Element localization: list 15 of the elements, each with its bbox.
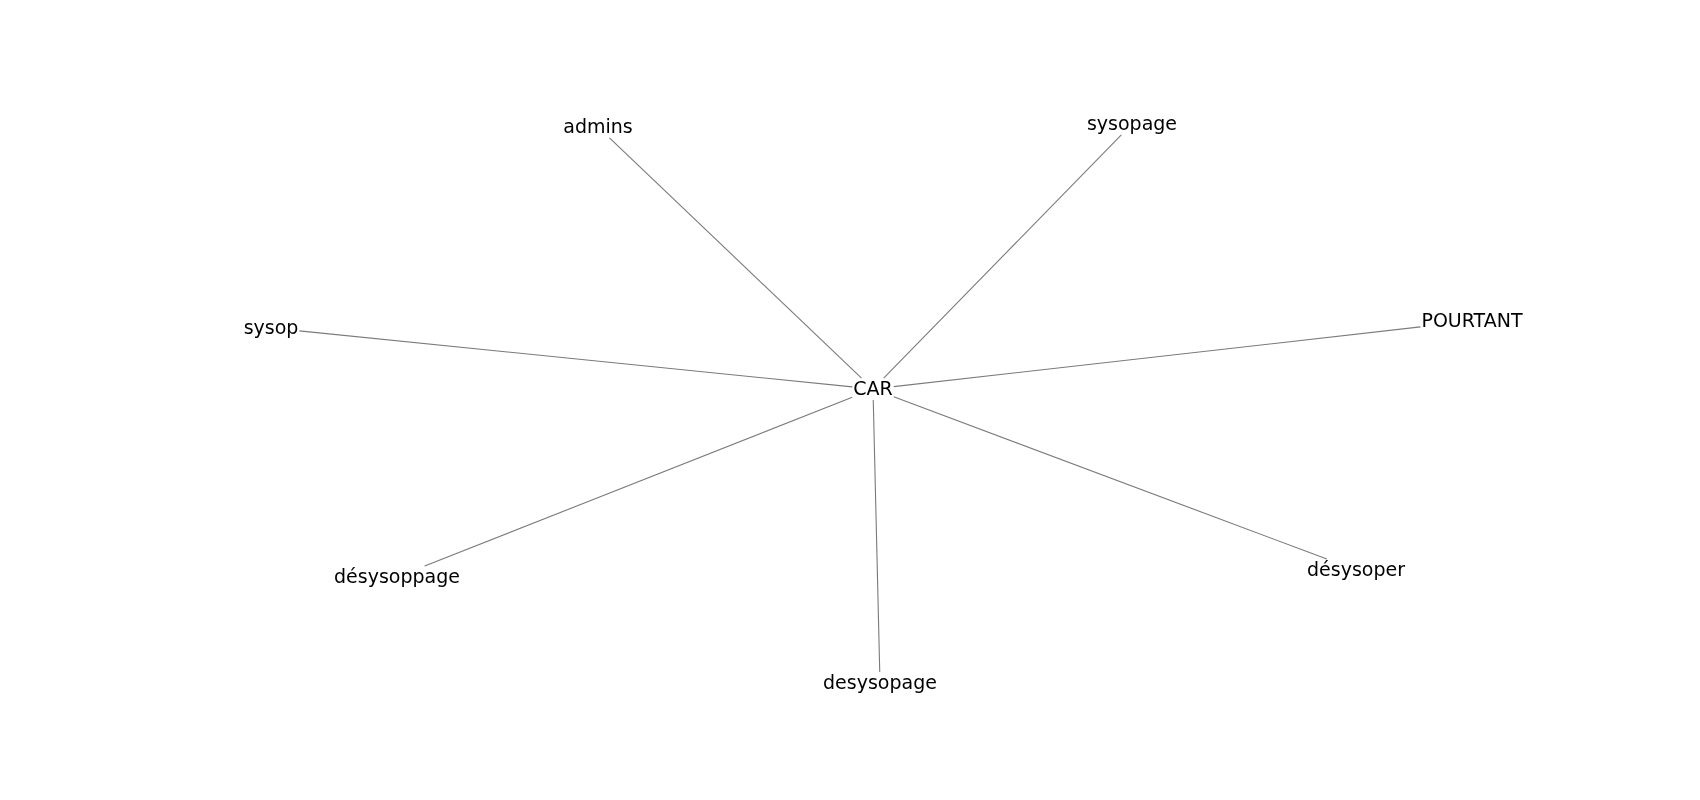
word-label: CAR	[852, 378, 894, 400]
connector-line	[893, 326, 1421, 388]
word-label: désysoppage	[333, 566, 461, 588]
word-label: sysop	[242, 317, 300, 339]
connector-line	[608, 137, 863, 379]
connector-line	[298, 330, 853, 388]
connector-line	[883, 134, 1122, 379]
word-label: sysopage	[1085, 113, 1179, 135]
connector-line	[424, 396, 853, 567]
word-label: admins	[562, 116, 634, 138]
connector-line	[893, 396, 1328, 560]
word-label: POURTANT	[1420, 310, 1524, 332]
word-label: desysopage	[822, 672, 938, 694]
connector-line	[872, 399, 881, 673]
word-label: désysoper	[1306, 559, 1406, 581]
